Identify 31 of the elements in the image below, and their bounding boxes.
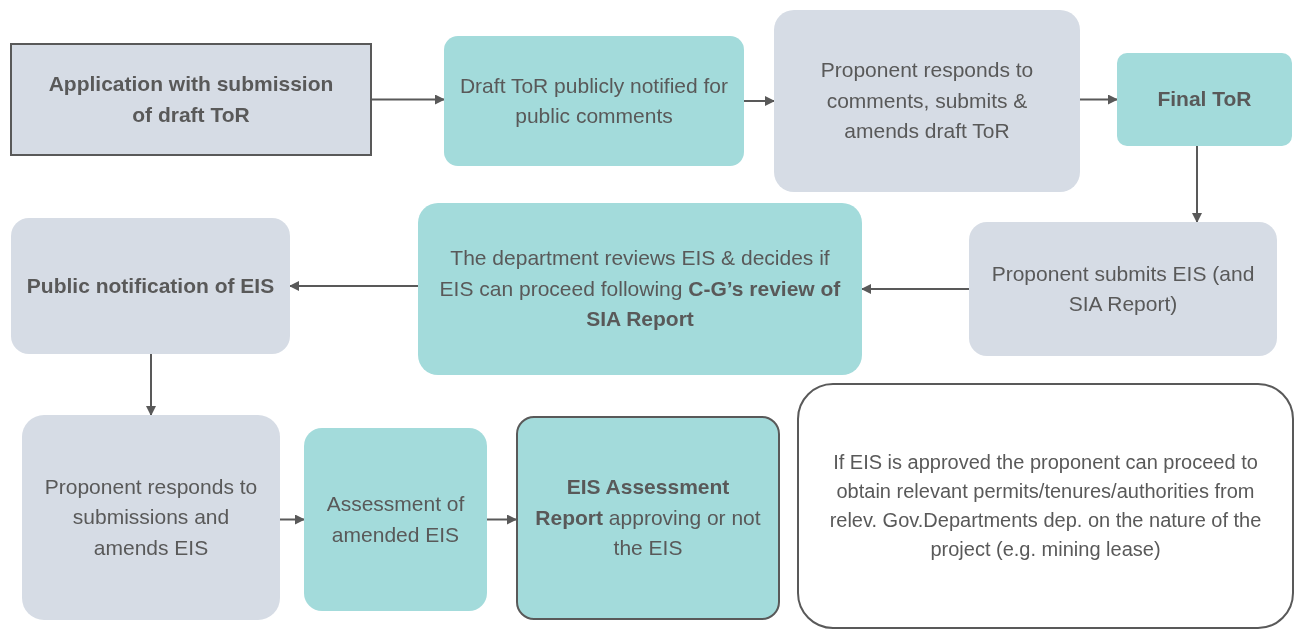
process-box — [418, 203, 862, 375]
process-box — [22, 415, 280, 620]
arrow — [1079, 94, 1118, 105]
process-box — [304, 428, 487, 611]
box-text: If EIS is approved the proponent can proceed to obtain relevant permits/tenures/authorities from relev. Gov.Departments dep. on the nature of the project (e.g. mining lease) — [828, 450, 1263, 562]
arrow — [861, 284, 970, 294]
process-box — [969, 222, 1277, 356]
box-text: Draft ToR publicly notified for public comments — [458, 72, 730, 129]
process-box — [10, 43, 372, 156]
process-box — [1117, 53, 1292, 146]
box-text: Assessment of amended EIS — [325, 491, 466, 548]
box-text: Proponent submits EIS (and SIA Report) — [990, 260, 1256, 317]
arrow — [1192, 145, 1202, 223]
process-box — [774, 10, 1080, 192]
box-text: Application with submission of draft ToR — [47, 71, 335, 128]
box-text: The department reviews EIS & decides if EIS can proceed following C-G’s review of SIA Report — [438, 245, 842, 333]
arrow — [743, 96, 775, 106]
box-text: EIS Assessment Report approving or not the EIS — [534, 474, 762, 562]
arrow — [289, 281, 419, 291]
arrow — [371, 94, 445, 105]
process-box — [444, 36, 744, 166]
arrow — [146, 353, 156, 416]
process-box — [11, 218, 290, 354]
box-text: Public notification of EIS — [26, 272, 275, 299]
box-text: Proponent responds to comments, submits & amends draft ToR — [819, 57, 1035, 145]
box-text: Proponent responds to submissions and amends EIS — [43, 473, 259, 561]
note-box — [797, 383, 1294, 629]
process-box — [516, 416, 780, 620]
box-text: Final ToR — [1157, 86, 1252, 113]
arrow — [486, 514, 517, 525]
arrow — [279, 514, 305, 525]
